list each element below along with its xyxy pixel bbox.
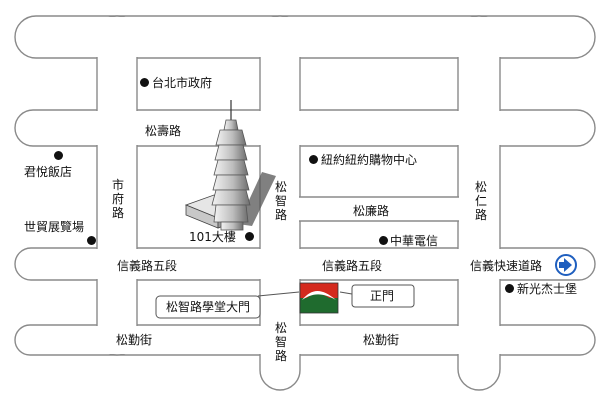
school-gate-logo [299, 282, 339, 314]
label-new-york: 紐約紐約購物中心 [321, 153, 418, 167]
taipei101-marker-icon [245, 232, 254, 241]
cht-marker-icon [379, 236, 388, 245]
direction-arrow-icon[interactable] [555, 254, 577, 276]
callout-box-songzhi [155, 295, 261, 319]
label-songqin-street-left: 松勤街 [116, 333, 153, 347]
label-xinyi-road-center: 信義路五段 [322, 259, 383, 273]
label-songqin-street-right: 松勤街 [363, 333, 400, 347]
tower-shadow [238, 172, 276, 226]
label-songzhi-road-upper: 松智路 [274, 180, 287, 222]
label-cht: 中華電信 [390, 234, 439, 248]
label-songzhi-road-lower: 松智路 [274, 321, 287, 363]
label-grand-hyatt: 君悅飯店 [24, 165, 73, 179]
new-york-marker-icon [309, 155, 318, 164]
label-city-hall: 台北市政府 [152, 76, 213, 90]
label-shifu-road: 市府路 [111, 178, 124, 220]
callout-main-gate: 正門 [370, 289, 395, 303]
shin-kong-marker-icon [505, 284, 514, 293]
callout-pointer-songzhi [257, 291, 300, 297]
label-songshou-road: 松壽路 [145, 124, 182, 138]
callout-pointer-main [339, 291, 353, 295]
label-shin-kong: 新光杰士堡 [517, 282, 578, 296]
city-hall-marker-icon [140, 78, 149, 87]
label-world-trade: 世貿展覽場 [24, 220, 85, 234]
label-taipei101: 101大樓 [189, 230, 236, 244]
callout-box-main [351, 284, 415, 308]
label-songlian-road: 松廉路 [353, 204, 390, 218]
road-fills [16, 17, 594, 389]
callout-songzhi-gate: 松智路學堂大門 [166, 300, 251, 314]
label-xinyi-road-left: 信義路五段 [117, 259, 178, 273]
grand-hyatt-marker-icon [54, 151, 63, 160]
label-xinyi-expressway: 信義快速道路 [470, 259, 543, 273]
taipei101-tower-icon [211, 100, 251, 231]
world-trade-marker-icon [87, 236, 96, 245]
label-songren-road: 松仁路 [474, 180, 487, 222]
